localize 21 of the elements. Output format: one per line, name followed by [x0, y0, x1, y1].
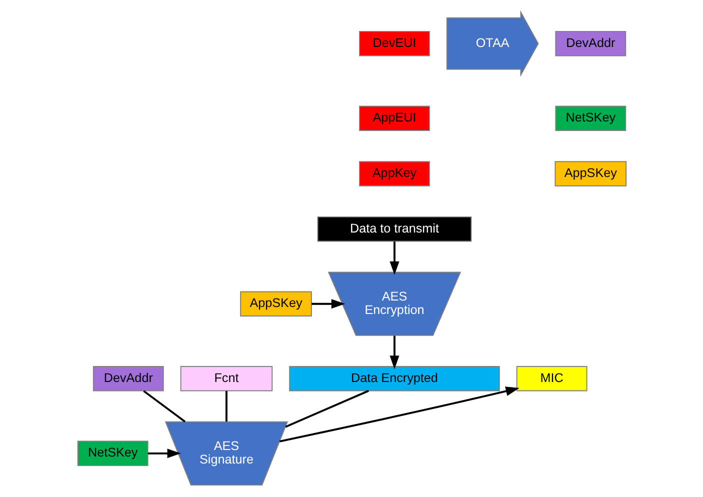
node-box: Data Encrypted [288, 366, 500, 392]
node-box: NetSKey [554, 106, 626, 131]
connector [284, 390, 368, 428]
node-box: DevAddr [92, 366, 164, 392]
node-box: Data to transmit [316, 216, 472, 242]
node-box: AppSKey [240, 291, 312, 316]
connector [225, 391, 227, 422]
arrow [389, 336, 399, 370]
node-box: AppKey [358, 161, 430, 186]
connector [142, 390, 186, 422]
node-box: MIC [516, 366, 587, 392]
node-box: DevAddr [554, 30, 626, 56]
node-box: AppSKey [554, 161, 626, 186]
node-box: Fcnt [180, 366, 272, 392]
node-box: NetSKey [76, 440, 148, 466]
node-box: AppEUI [358, 106, 430, 131]
arrow [147, 448, 180, 458]
arrow [311, 299, 344, 309]
arrow [278, 386, 519, 442]
node-box: DevEUI [358, 30, 430, 56]
arrow [389, 241, 399, 276]
